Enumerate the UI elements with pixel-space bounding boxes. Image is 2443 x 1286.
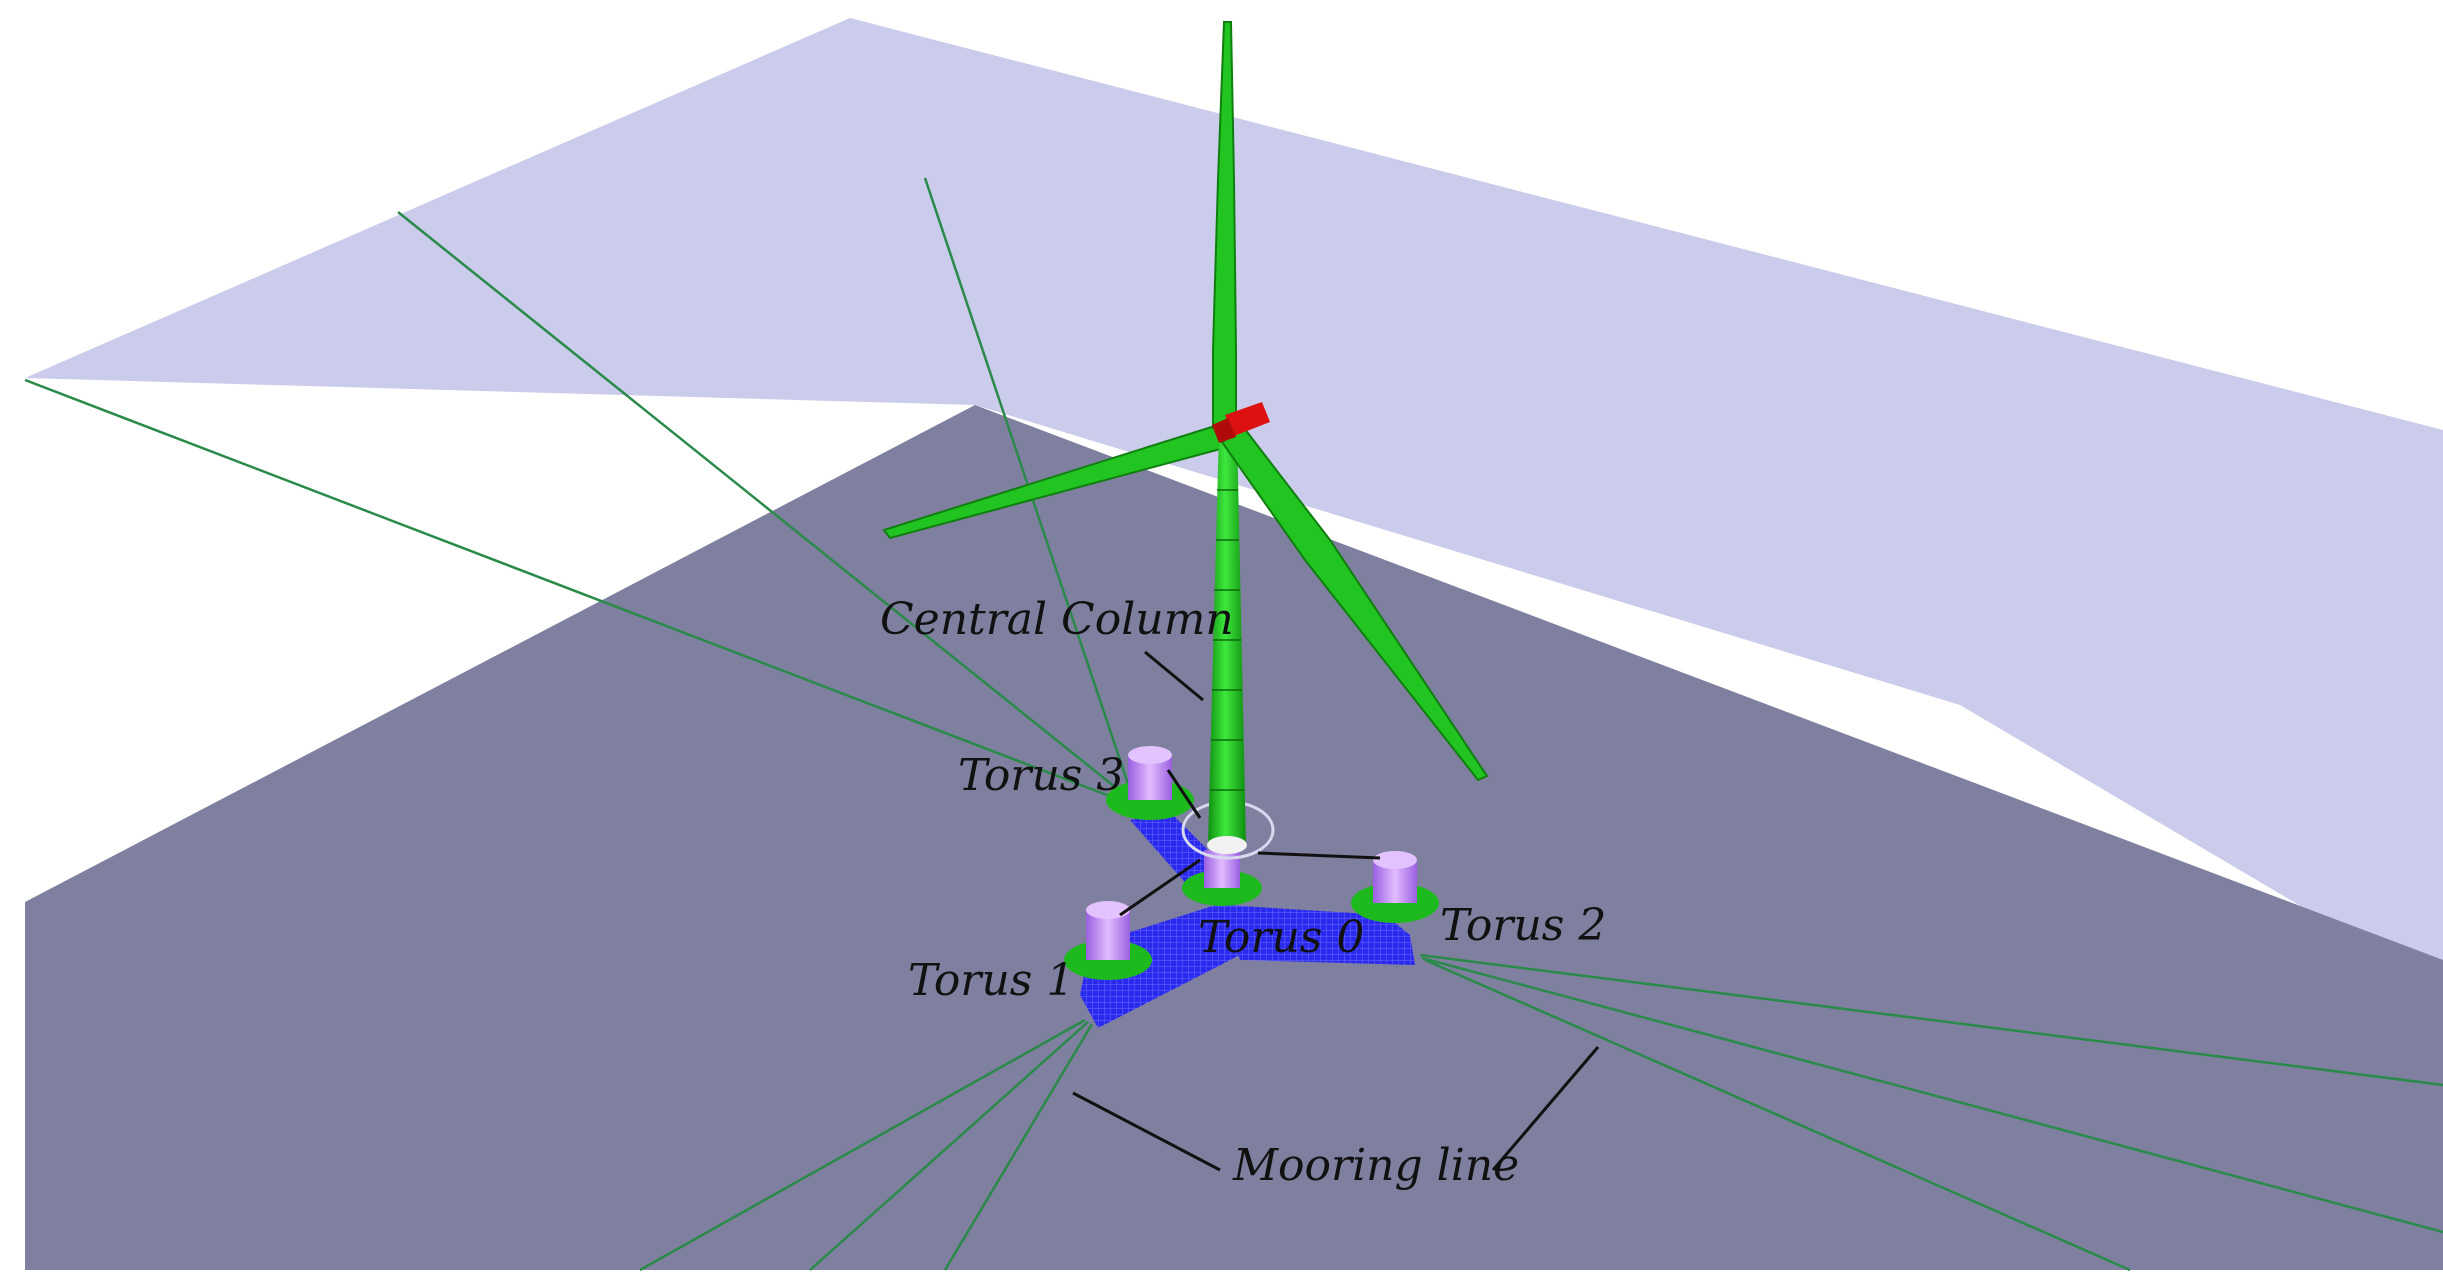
nacelle	[1212, 402, 1270, 443]
mooring-line-1a	[639, 1018, 1086, 1272]
leader-central-column	[1144, 650, 1204, 702]
annotation-lines	[1072, 650, 1600, 1172]
label-torus-1: Torus 1	[908, 955, 1074, 1006]
tower	[1208, 430, 1246, 845]
tower-segments	[1210, 489, 1244, 791]
leader-torus-3	[1166, 769, 1202, 819]
mooring-line-3b	[397, 211, 1126, 796]
torus-2-buoy	[1351, 851, 1439, 923]
pontoon-arm-2	[1225, 905, 1415, 965]
torus-1-buoy	[1064, 901, 1152, 980]
mooring-line-2a	[1419, 953, 2443, 1087]
mooring-line-2c	[1424, 958, 2131, 1272]
label-torus-2: Torus 2	[1440, 900, 1606, 951]
mooring-line-3a	[24, 378, 1121, 802]
leader-mooring-right	[1491, 1046, 1600, 1171]
mooring-line-1c	[943, 1023, 1094, 1271]
label-torus-3: Torus 3	[958, 750, 1124, 801]
mooring-line-2b	[1421, 956, 2443, 1234]
mooring-lines	[24, 177, 2443, 1272]
torus-3-buoy	[1106, 746, 1194, 820]
mooring-line-1b	[809, 1021, 1089, 1271]
label-mooring-line: Mooring line	[1232, 1140, 1519, 1191]
leader-mooring-left	[1072, 1091, 1221, 1172]
label-torus-0: Torus 0	[1198, 912, 1364, 963]
label-central-column: Central Column	[880, 594, 1234, 645]
rotor-blade-top	[1212, 21, 1237, 429]
leader-torus-1	[1119, 858, 1201, 917]
leader-torus-2	[1257, 851, 1381, 860]
pontoon-arm-1	[1080, 902, 1240, 1028]
tower-base-cap	[1207, 836, 1247, 854]
sea-surface-plane	[25, 18, 2443, 990]
